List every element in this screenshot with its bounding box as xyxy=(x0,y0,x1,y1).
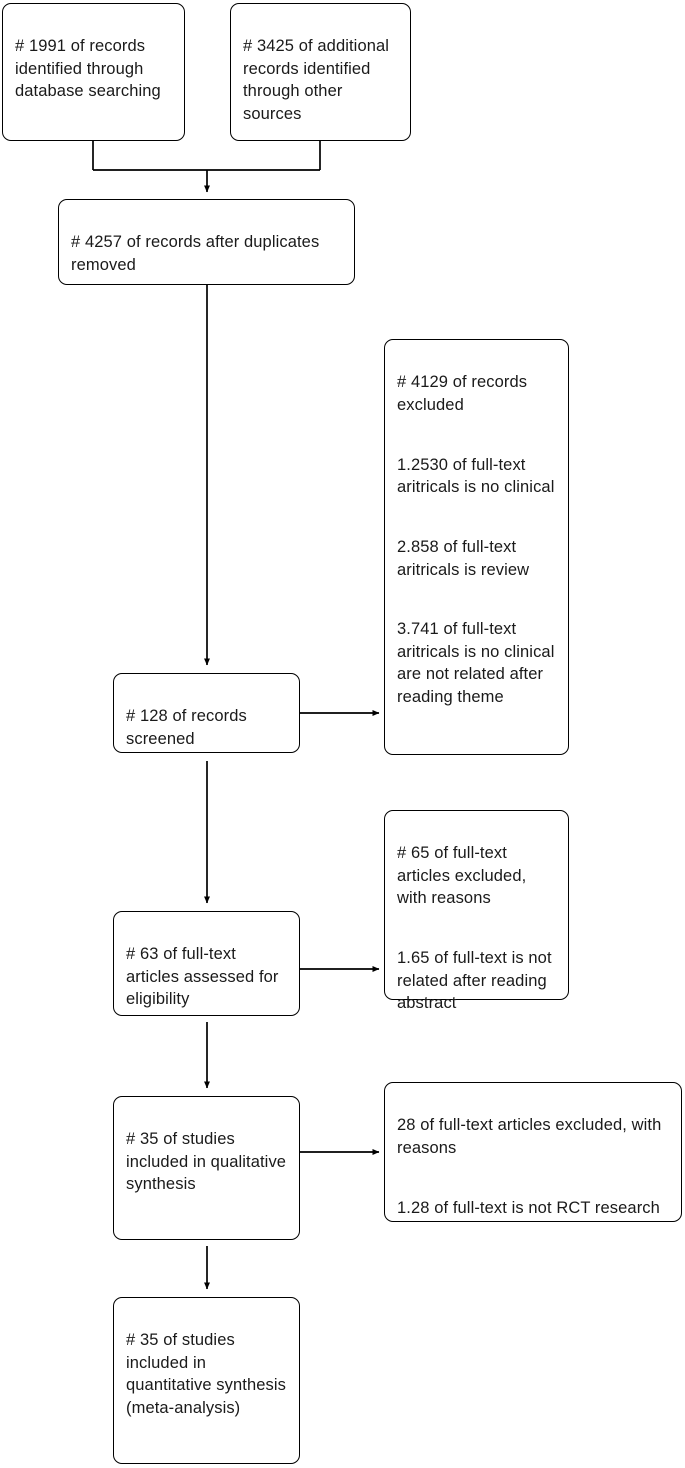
qualitative-excluded-heading: 28 of full-text articles excluded, with … xyxy=(397,1116,662,1157)
node-full-text-articles-excluded[interactable]: # 65 of full-text articles excluded, wit… xyxy=(384,810,569,1012)
full-text-excluded-heading: # 65 of full-text articles excluded, wit… xyxy=(397,844,527,908)
node-text: # 3425 of additional records identified … xyxy=(243,37,390,123)
full-text-excluded-reason-1: 1.65 of full-text is not related after r… xyxy=(397,949,552,1013)
node-text: # 35 of studies included in qualitative … xyxy=(126,1130,287,1194)
qualitative-excluded-reason-1: 1.28 of full-text is not RCT research xyxy=(397,1198,660,1217)
node-records-excluded[interactable]: # 4129 of records excluded 1.2530 of ful… xyxy=(384,339,569,755)
node-studies-excluded-qualitative[interactable]: 28 of full-text articles excluded, with … xyxy=(384,1082,682,1222)
node-studies-included-quantitative[interactable]: # 35 of studies included in quantitative… xyxy=(113,1297,300,1464)
connector-identification-merge xyxy=(92,141,321,193)
node-full-text-articles-assessed[interactable]: # 63 of full-text articles assessed for … xyxy=(113,911,300,1016)
node-identification-other-sources[interactable]: # 3425 of additional records identified … xyxy=(230,3,411,141)
records-excluded-reason-2: 2.858 of full-text aritricals is review xyxy=(397,538,530,579)
node-records-after-duplicates-removed[interactable]: # 4257 of records after duplicates remov… xyxy=(58,199,355,285)
records-excluded-heading: # 4129 of records excluded xyxy=(397,373,528,414)
node-identification-database[interactable]: # 1991 of records identified through dat… xyxy=(2,3,185,141)
records-excluded-reason-1: 1.2530 of full-text aritricals is no cli… xyxy=(397,455,555,497)
node-text: # 63 of full-text articles assessed for … xyxy=(126,945,279,1009)
node-text: # 35 of studies included in quantitative… xyxy=(126,1331,286,1417)
node-text: # 128 of records screened xyxy=(126,707,247,748)
records-excluded-reason-3: 3.741 of full-text aritricals is no clin… xyxy=(397,620,555,706)
node-text: # 1991 of records identified through dat… xyxy=(15,37,161,101)
node-records-screened[interactable]: # 128 of records screened xyxy=(113,673,300,753)
node-text: # 4257 of records after duplicates remov… xyxy=(71,233,320,274)
node-studies-included-qualitative[interactable]: # 35 of studies included in qualitative … xyxy=(113,1096,300,1240)
